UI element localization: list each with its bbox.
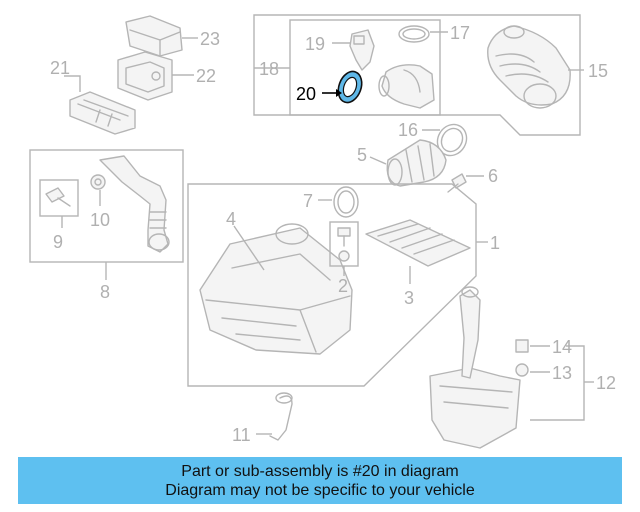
part-4-housing: 4 [199, 209, 353, 355]
part-14-clip: 14 [515, 337, 572, 357]
part-5-tube: 5 [357, 139, 447, 187]
part-7-ring: 7 [303, 186, 359, 218]
box-1 [187, 183, 477, 387]
callout-8: 8 [100, 282, 110, 302]
banner-line-2: Diagram may not be specific to your vehi… [165, 482, 475, 499]
part-6-bolt: 6 [447, 166, 498, 193]
callout-10: 10 [90, 210, 110, 230]
part-9-bolt: 9 [39, 179, 79, 252]
callout-21: 21 [50, 58, 70, 78]
callout-2: 2 [338, 276, 348, 296]
callout-3: 3 [404, 288, 414, 308]
box-15 [253, 14, 581, 136]
banner-line-1: Part or sub-assembly is #20 in diagram [181, 463, 459, 480]
callout-19: 19 [305, 34, 325, 54]
part-23-cover: 23 [125, 15, 220, 57]
part-10-grommet: 10 [90, 174, 110, 230]
callout-1: 1 [490, 233, 500, 253]
callout-16: 16 [398, 120, 418, 140]
part-12-resonator: 12 [429, 286, 616, 449]
callout-22: 22 [196, 66, 216, 86]
callout-18: 18 [259, 59, 279, 79]
part-20-gasket: 20 [296, 70, 363, 104]
callout-23: 23 [200, 29, 220, 49]
callout-17: 17 [450, 23, 470, 43]
parts-diagram: 23 22 21 18 19 20 [29, 14, 616, 449]
callout-12: 12 [596, 373, 616, 393]
part-15-intake-hose: 15 [487, 25, 608, 109]
callout-4: 4 [226, 209, 236, 229]
part-21-duct: 21 [50, 58, 136, 135]
callout-9: 9 [53, 232, 63, 252]
part-22-bracket: 22 [117, 51, 216, 101]
info-banner: Part or sub-assembly is #20 in diagram D… [18, 457, 622, 504]
part-17-clamp: 17 [398, 23, 470, 43]
part-13-grommet: 13 [515, 363, 572, 383]
callout-20: 20 [296, 84, 316, 104]
callout-15: 15 [588, 61, 608, 81]
part-2-grommets: 2 [329, 221, 359, 296]
part-8-hose [99, 155, 170, 253]
part-18-elbow [378, 64, 435, 109]
callout-5: 5 [357, 145, 367, 165]
callout-7: 7 [303, 191, 313, 211]
part-11-hose: 11 [232, 392, 293, 445]
part-19-sensor: 19 [305, 29, 375, 71]
callout-14: 14 [552, 337, 572, 357]
part-3-filter: 3 [365, 219, 471, 308]
callout-6: 6 [488, 166, 498, 186]
callout-11: 11 [232, 425, 251, 445]
callout-13: 13 [552, 363, 572, 383]
